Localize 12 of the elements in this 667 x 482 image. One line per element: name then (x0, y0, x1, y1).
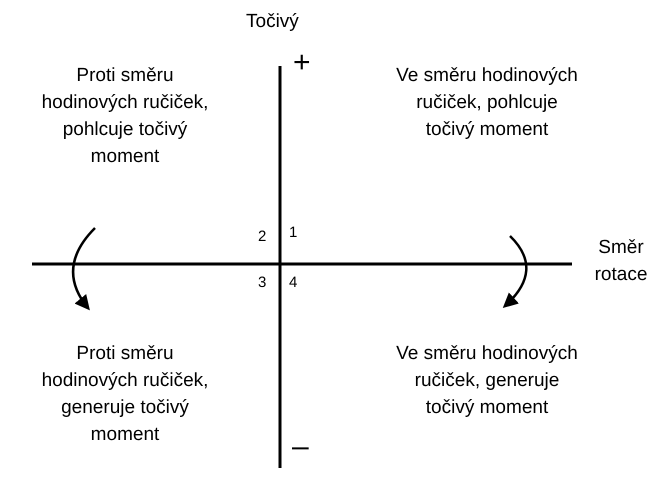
quadrant-number: 3 (258, 274, 266, 292)
quadrant-number: 2 (258, 228, 266, 246)
plus-sign: + (293, 48, 311, 78)
axis-title: Směr rotace (594, 236, 648, 287)
quadrant-number: 4 (289, 274, 298, 292)
quadrant-number: 1 (289, 224, 298, 242)
quadrant-label: Proti směru hodinových ručiček, pohlcuje točivý moment (40, 64, 210, 169)
quadrant-label: Proti směru hodinových ručiček, generuje točivý moment (40, 342, 210, 447)
quadrant-label: Ve směru hodinových ručiček, pohlcuje točivý moment (395, 64, 579, 142)
minus-sign: – (292, 432, 309, 462)
axis-title: Točivý (246, 10, 299, 34)
quadrant-label: Ve směru hodinových ručiček, generuje točivý moment (395, 342, 579, 420)
